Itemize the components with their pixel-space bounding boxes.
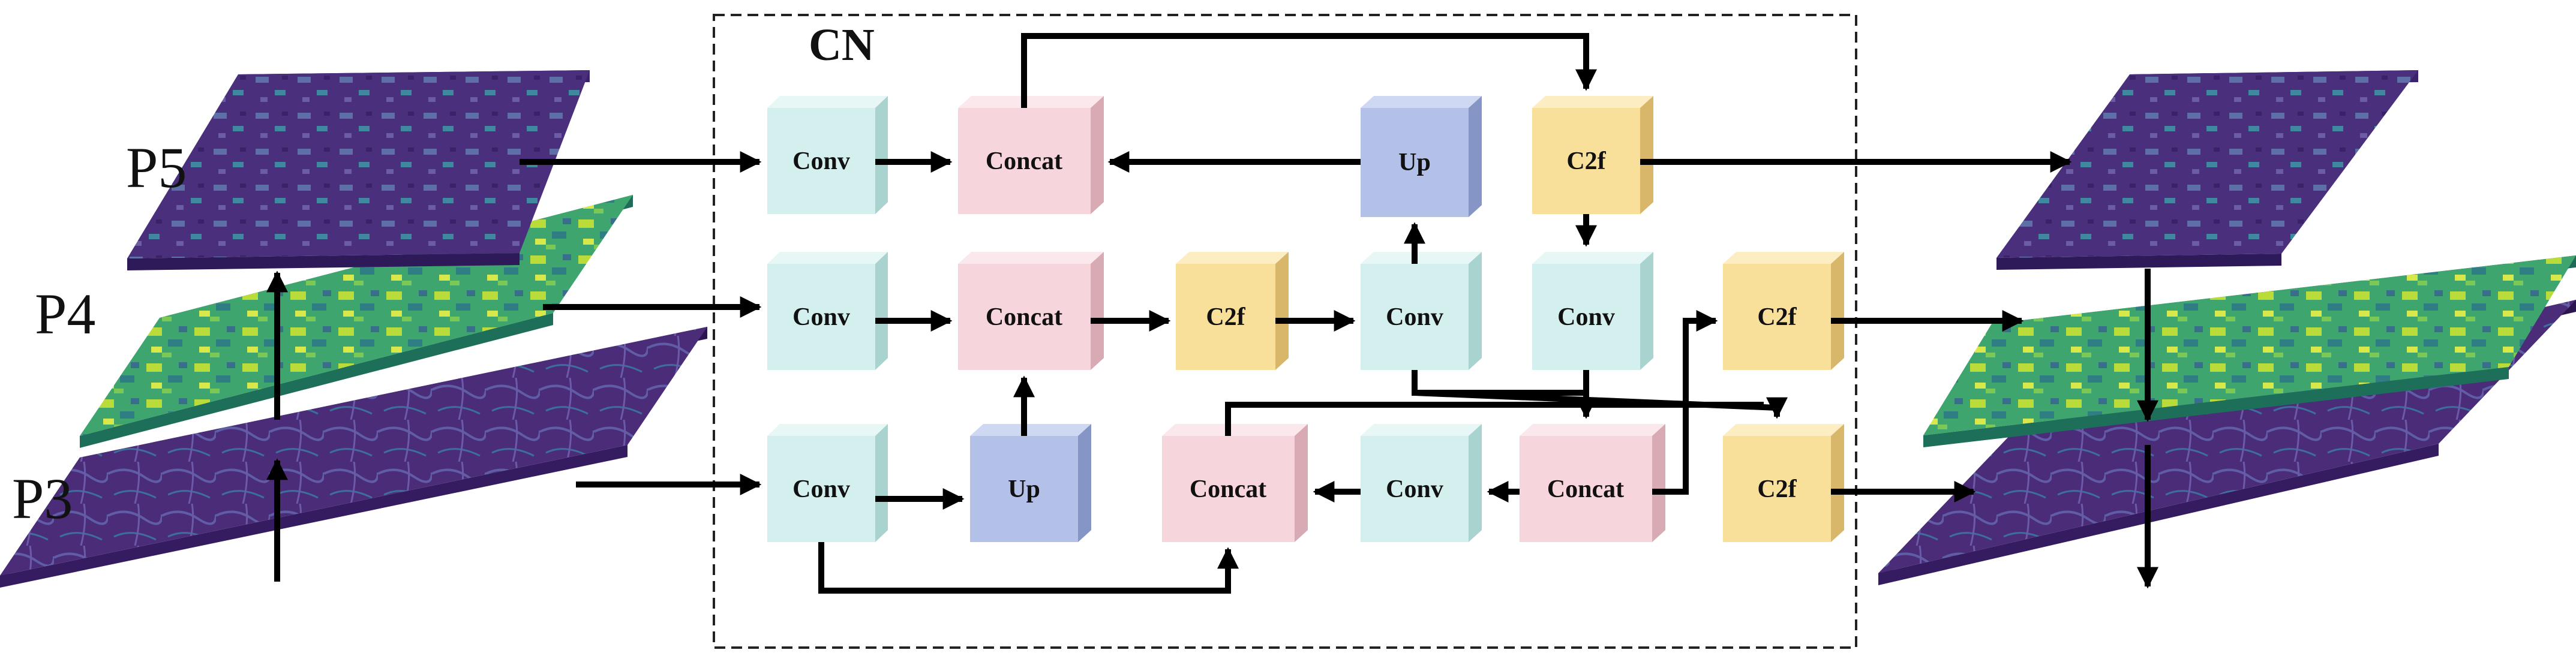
- block-conv-mid: Conv: [767, 252, 888, 370]
- svg-text:C2f: C2f: [1757, 303, 1797, 331]
- block-c2f-out-mid: C2f: [1723, 252, 1844, 370]
- svg-text:C2f: C2f: [1757, 476, 1797, 503]
- feature-map-p5: [127, 70, 590, 270]
- label-p5: P5: [126, 136, 187, 200]
- label-p3: P3: [12, 467, 73, 531]
- svg-text:Concat: Concat: [986, 148, 1062, 175]
- block-conv-bot: Conv: [767, 424, 888, 542]
- svg-text:Conv: Conv: [1386, 476, 1443, 503]
- svg-text:Conv: Conv: [792, 476, 850, 503]
- svg-text:Up: Up: [1008, 476, 1040, 503]
- svg-text:Conv: Conv: [1386, 303, 1443, 331]
- block-up-bot: Up: [970, 424, 1091, 542]
- left-feature-stack: P5 P4 P3: [0, 70, 707, 588]
- svg-text:Conv: Conv: [1557, 303, 1615, 331]
- line-conv-mid2-junction: [1412, 370, 1589, 396]
- cn-module-label: CN: [809, 20, 875, 70]
- arrow-concat-bot2-to-c2f-mid: [1652, 310, 1718, 495]
- svg-text:Concat: Concat: [1190, 476, 1266, 503]
- arrow-conv-bot-to-concat-bot: [818, 542, 1239, 594]
- svg-text:Up: Up: [1398, 149, 1431, 176]
- block-conv-top: Conv: [767, 96, 888, 214]
- output-map-p4: [1923, 255, 2576, 447]
- svg-text:Conv: Conv: [792, 303, 850, 331]
- line-concat-bot-over: [1225, 402, 1764, 436]
- label-p4: P4: [35, 282, 95, 346]
- svg-text:C2f: C2f: [1206, 303, 1245, 331]
- svg-text:Concat: Concat: [986, 303, 1062, 331]
- svg-text:Concat: Concat: [1547, 476, 1624, 503]
- block-up-top: Up: [1361, 96, 1482, 217]
- svg-text:Conv: Conv: [792, 148, 850, 175]
- block-c2f-mid: C2f: [1176, 252, 1289, 370]
- arrow-conv-mid2-to-c2f-bot: [1414, 390, 1788, 419]
- block-concat-bot: Concat: [1162, 424, 1308, 542]
- block-conv-bot2: Conv: [1361, 424, 1482, 542]
- right-feature-stack: [1878, 70, 2576, 589]
- block-concat-bot2: Concat: [1520, 424, 1665, 542]
- svg-text:C2f: C2f: [1566, 148, 1606, 175]
- output-map-p5: [1996, 70, 2418, 270]
- feature-map-p3: [0, 327, 707, 588]
- block-concat-top: Concat: [958, 96, 1104, 214]
- connection-arrows: [520, 33, 2072, 594]
- block-concat-mid: Concat: [958, 252, 1104, 370]
- block-c2f-top: C2f: [1532, 96, 1653, 214]
- block-c2f-out-bot: C2f: [1723, 424, 1844, 542]
- block-conv-mid2: Conv: [1361, 252, 1482, 370]
- block-conv-mid3: Conv: [1532, 252, 1653, 370]
- cn-module-frame: [713, 14, 1857, 649]
- arrow-concat-to-c2f-top: [1021, 33, 1597, 108]
